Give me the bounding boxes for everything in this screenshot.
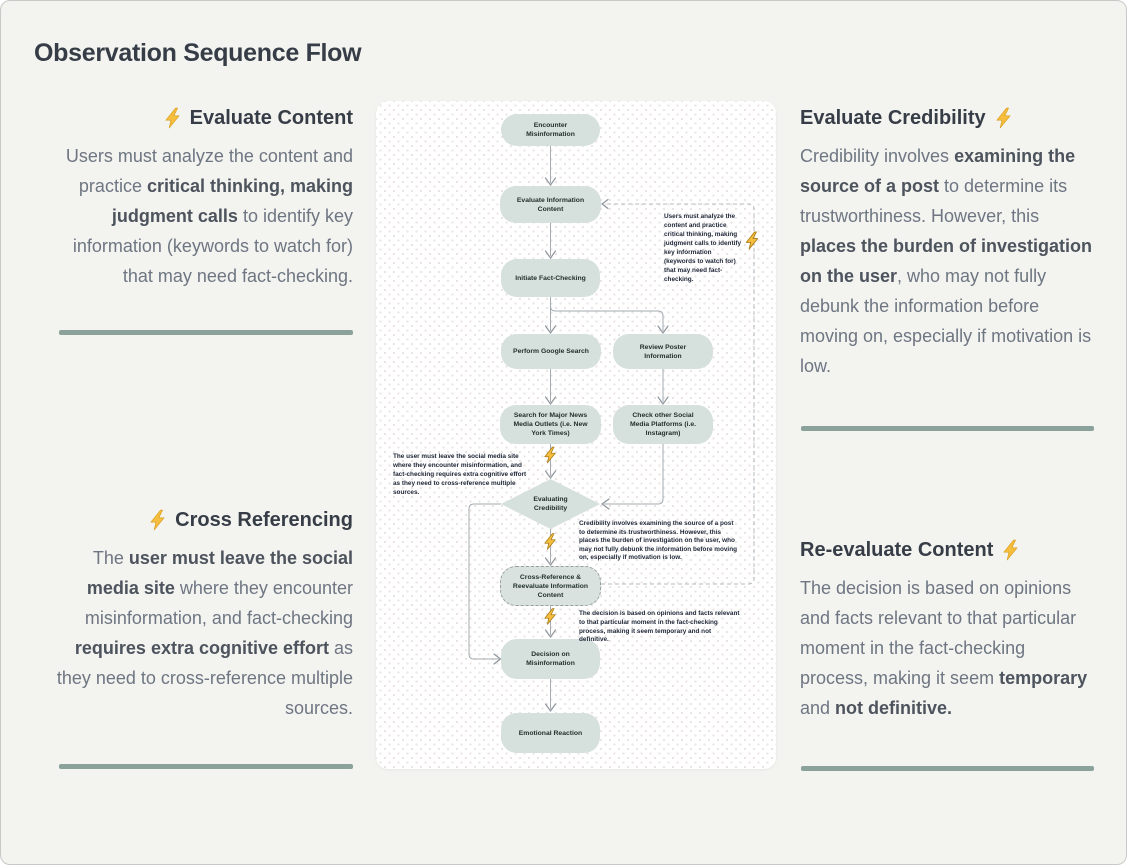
note-re-evaluate-content: Re-evaluate Content The decision is base… <box>800 537 1097 723</box>
lightning-bolt-icon <box>1003 539 1018 561</box>
lightning-bolt-icon <box>544 446 556 464</box>
flow-node-perform-google-search: Perform Google Search <box>501 334 601 369</box>
flow-node-check-other-social-media: Check other Social Media Platforms (i.e.… <box>613 405 713 444</box>
flow-node-evaluate-information-content: Evaluate Information Content <box>500 186 601 223</box>
note-body: The decision is based on opinions and fa… <box>800 578 1088 718</box>
lightning-bolt-icon <box>544 533 556 550</box>
lightning-bolt-icon <box>544 608 556 625</box>
note-body: Credibility involves examining the sourc… <box>800 146 1093 376</box>
lightning-bolt-icon <box>150 509 165 531</box>
lightning-bolt-icon <box>745 231 759 250</box>
flow-node-review-poster-information: Review Poster Information <box>613 334 713 369</box>
flow-node-emotional-reaction: Emotional Reaction <box>501 713 600 753</box>
flow-node-decision-on-misinformation: Decision on Misinformation <box>501 639 600 679</box>
divider <box>801 426 1094 431</box>
flow-annotation-leave-site: The user must leave the social media sit… <box>393 453 527 496</box>
note-title: Cross Referencing <box>175 509 353 531</box>
flow-node-cross-reference-reevaluate: Cross-Reference & Reevaluate Information… <box>500 566 601 606</box>
divider <box>59 330 353 335</box>
note-title: Re-evaluate Content <box>800 539 994 561</box>
divider <box>59 764 353 769</box>
note-cross-referencing: Cross Referencing The user must leave th… <box>56 507 353 723</box>
divider <box>801 766 1094 771</box>
flow-node-initiate-fact-checking: Initiate Fact-Checking <box>501 259 600 297</box>
flow-annotation-decision: The decision is based on opinions and fa… <box>579 610 740 644</box>
lightning-bolt-icon <box>996 107 1011 129</box>
note-heading: Re-evaluate Content <box>800 537 1097 563</box>
flow-node-search-major-news-outlets: Search for Major News Media Outlets (i.e… <box>500 405 601 444</box>
note-body: The user must leave the social media sit… <box>56 548 353 718</box>
page-title: Observation Sequence Flow <box>34 39 362 67</box>
flow-annotation-analyze: Users must analyze the content and pract… <box>664 213 742 283</box>
note-heading: Evaluate Credibility <box>800 105 1097 131</box>
note-title: Evaluate Content <box>189 107 353 129</box>
flow-annotation-credibility: Credibility involves examining the sourc… <box>579 520 737 562</box>
note-title: Evaluate Credibility <box>800 107 986 129</box>
lightning-bolt-icon <box>165 107 180 129</box>
flow-node-evaluating-credibility: Evaluating Credibility <box>501 479 600 529</box>
note-heading: Evaluate Content <box>56 105 353 131</box>
note-heading: Cross Referencing <box>56 507 353 533</box>
note-evaluate-content: Evaluate Content Users must analyze the … <box>56 105 353 291</box>
flowchart-panel: Encounter Misinformation Evaluate Inform… <box>376 101 776 769</box>
note-body: Users must analyze the content and pract… <box>65 146 353 286</box>
flow-node-encounter-misinformation: Encounter Misinformation <box>501 114 600 146</box>
note-evaluate-credibility: Evaluate Credibility Credibility involve… <box>800 105 1097 381</box>
